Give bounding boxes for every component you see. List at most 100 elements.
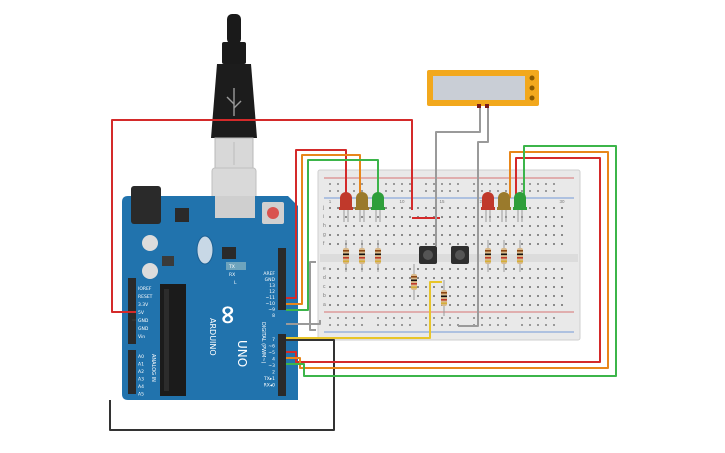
- hole: [385, 216, 387, 218]
- hole: [529, 207, 531, 209]
- hole: [345, 295, 347, 297]
- reset-button[interactable]: [262, 202, 284, 224]
- hole: [401, 190, 403, 192]
- hole: [329, 295, 331, 297]
- hole: [473, 216, 475, 218]
- hole: [393, 190, 395, 192]
- led-left-red[interactable]: [339, 192, 353, 222]
- hole: [433, 225, 435, 227]
- push-button-1[interactable]: [419, 246, 437, 264]
- rx-led-label: RX: [229, 272, 235, 278]
- hole: [337, 277, 339, 279]
- hole: [385, 317, 387, 319]
- hole: [545, 277, 547, 279]
- wire-gray-8: [286, 320, 321, 325]
- column-number: 10: [399, 199, 405, 204]
- hole: [329, 277, 331, 279]
- hole: [337, 234, 339, 236]
- hole: [401, 183, 403, 185]
- hole: [329, 268, 331, 270]
- hole: [545, 183, 547, 185]
- pin-label: IOREF: [138, 286, 152, 292]
- resistor[interactable]: [485, 240, 491, 272]
- hole: [385, 324, 387, 326]
- hole: [409, 216, 411, 218]
- hole: [505, 190, 507, 192]
- hole: [513, 234, 515, 236]
- hole: [353, 234, 355, 236]
- hole: [465, 304, 467, 306]
- hole: [417, 286, 419, 288]
- row-letter: h: [323, 223, 326, 229]
- hole: [513, 277, 515, 279]
- hole: [489, 324, 491, 326]
- hole: [369, 207, 371, 209]
- row-letter: f: [323, 241, 325, 247]
- resistor[interactable]: [517, 240, 523, 272]
- hole: [457, 207, 459, 209]
- resistor[interactable]: [441, 280, 447, 316]
- hole: [449, 277, 451, 279]
- hole: [401, 317, 403, 319]
- push-button-2[interactable]: [451, 246, 469, 264]
- hole: [537, 324, 539, 326]
- resistor[interactable]: [501, 240, 507, 272]
- hole: [449, 268, 451, 270]
- hole: [329, 207, 331, 209]
- hole: [385, 190, 387, 192]
- hole: [409, 295, 411, 297]
- resistor[interactable]: [411, 264, 417, 300]
- wire-green-10: [286, 159, 379, 311]
- breadboard-holes: [329, 183, 563, 326]
- hole: [529, 286, 531, 288]
- hole: [441, 268, 443, 270]
- hole: [393, 207, 395, 209]
- hole: [465, 225, 467, 227]
- hole: [449, 216, 451, 218]
- hole: [449, 207, 451, 209]
- hole: [505, 243, 507, 245]
- hole: [353, 277, 355, 279]
- hole: [441, 225, 443, 227]
- hole: [409, 317, 411, 319]
- wire-gray-display-1: [435, 108, 481, 246]
- hole: [489, 190, 491, 192]
- hole: [369, 268, 371, 270]
- resistor[interactable]: [375, 240, 381, 272]
- hole: [401, 295, 403, 297]
- led-left-yellow[interactable]: [355, 192, 369, 222]
- hole: [337, 286, 339, 288]
- led-right-green[interactable]: [513, 192, 527, 222]
- hole: [513, 268, 515, 270]
- tx-led-label: TX: [228, 264, 235, 270]
- hole: [401, 207, 403, 209]
- hole: [529, 190, 531, 192]
- hole: [449, 286, 451, 288]
- led-right-yellow[interactable]: [497, 192, 511, 222]
- led-left-green[interactable]: [371, 192, 385, 222]
- hole: [417, 207, 419, 209]
- hole: [337, 304, 339, 306]
- hole: [433, 317, 435, 319]
- hole: [393, 268, 395, 270]
- pin-label: A0: [138, 354, 144, 360]
- hole: [537, 216, 539, 218]
- hole: [497, 225, 499, 227]
- resistor[interactable]: [359, 240, 365, 272]
- hole: [529, 324, 531, 326]
- resistor[interactable]: [343, 240, 349, 272]
- row-letter: b: [323, 293, 326, 299]
- hole: [497, 234, 499, 236]
- hole: [425, 324, 427, 326]
- arduino-board[interactable]: ARDUINO ∞ UNO DIGITAL (PWM~) ANALOG IN T…: [122, 186, 298, 400]
- display-module[interactable]: [427, 70, 539, 108]
- hole: [337, 317, 339, 319]
- hole: [377, 225, 379, 227]
- hole: [521, 268, 523, 270]
- wire-orange-4: [286, 151, 609, 369]
- hole: [361, 277, 363, 279]
- hole: [337, 268, 339, 270]
- analog-header-label: ANALOG IN: [150, 354, 156, 382]
- led-right-red[interactable]: [481, 192, 495, 222]
